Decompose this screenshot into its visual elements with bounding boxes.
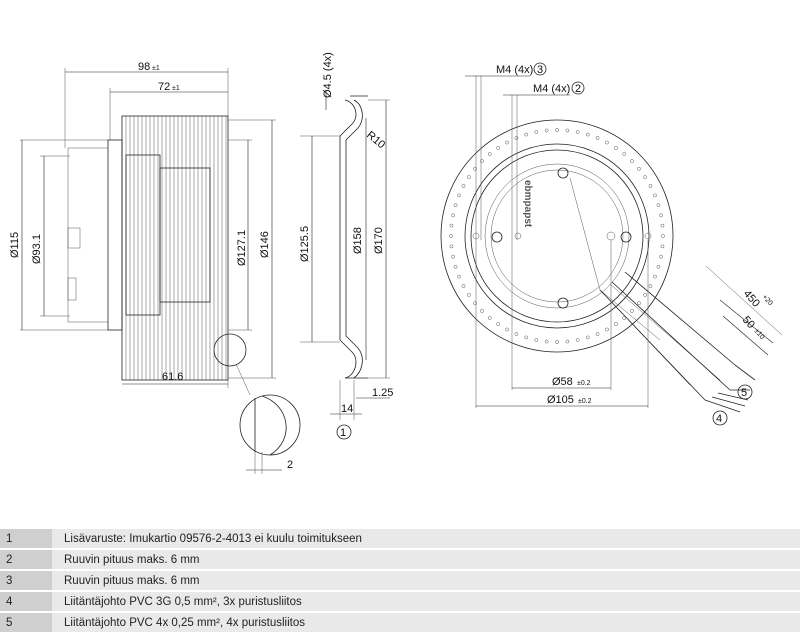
- dim-61: 61.6: [162, 371, 183, 383]
- legend-text: Ruuvin pituus maks. 6 mm: [52, 549, 800, 571]
- m4-label-b: M4 (4x): [533, 83, 570, 95]
- holes-dim: Ø4.5 (4x): [322, 52, 334, 98]
- legend-num: 5: [0, 612, 52, 634]
- callout-5: 5: [741, 387, 747, 399]
- dia-146: Ø146: [259, 231, 271, 258]
- logo-ebmpapst: ebmpapst: [522, 180, 533, 228]
- dia-170: Ø170: [373, 227, 385, 254]
- legend-text: Liitäntäjohto PVC 3G 0,5 mm², 3x puristu…: [52, 591, 800, 613]
- m4-label-a: M4 (4x): [496, 64, 533, 76]
- dim-1-25: 1.25: [372, 387, 393, 399]
- len-50-tol: ±10: [753, 328, 766, 341]
- screw-icons: [472, 167, 652, 309]
- legend-num: 1: [0, 529, 52, 550]
- legend-text: Ruuvin pituus maks. 6 mm: [52, 570, 800, 592]
- dim-2: 2: [287, 459, 293, 471]
- front-view: ebmpapst M4 (4x) 3 M4 (4x) 2 Ø58 ±0.2 Ø1…: [440, 62, 783, 426]
- dia-127: Ø127.1: [236, 230, 248, 266]
- dim-98: 98: [138, 61, 150, 73]
- callout-3: 3: [537, 64, 543, 76]
- legend-text: Liitäntäjohto PVC 4x 0,25 mm², 4x purist…: [52, 612, 800, 634]
- dia-158: Ø158: [352, 227, 364, 254]
- profile-view: Ø4.5 (4x) R10 Ø125.5 Ø158 Ø170 14 1.25 1: [299, 52, 393, 440]
- dia-58-tol: ±0.2: [577, 380, 591, 387]
- dia-105-tol: ±0.2: [578, 398, 592, 405]
- dia-105: Ø105: [547, 394, 574, 406]
- technical-drawing: 98 ±1 72 ±1 Ø115 Ø93.1 Ø127.1 Ø146 61.6 …: [9, 52, 783, 474]
- callout-2: 2: [575, 83, 581, 95]
- dia-58: Ø58: [552, 376, 573, 388]
- callout-1-circle: [336, 424, 352, 440]
- len-450-tol: +20: [761, 294, 774, 308]
- legend-text: Lisävaruste: Imukartio 09576-2-4013 ei k…: [52, 529, 800, 550]
- legend-num: 4: [0, 591, 52, 613]
- dia-115: Ø115: [9, 232, 21, 258]
- dim-72: 72: [158, 81, 170, 93]
- radius-r10: R10: [364, 129, 387, 151]
- callout-4: 4: [716, 413, 722, 425]
- len-450: 450: [741, 288, 762, 310]
- dim-14: 14: [341, 403, 353, 415]
- side-view: 98 ±1 72 ±1 Ø115 Ø93.1 Ø127.1 Ø146 61.6 …: [9, 61, 301, 474]
- callout-1: 1: [340, 427, 346, 439]
- dim-72-tol: ±1: [172, 85, 180, 92]
- legend-num: 3: [0, 570, 52, 592]
- len-50: 50: [740, 314, 757, 331]
- dim-98-tol: ±1: [152, 65, 160, 72]
- dia-125: Ø125.5: [299, 226, 311, 262]
- legend-num: 2: [0, 549, 52, 571]
- dia-93: Ø93.1: [31, 234, 43, 264]
